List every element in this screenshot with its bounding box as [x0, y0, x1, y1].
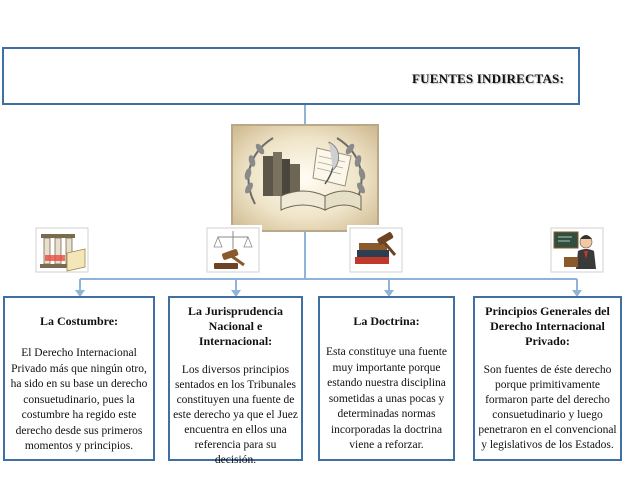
- source-body: Son fuentes de éste derecho porque primi…: [478, 364, 617, 451]
- source-title: La Costumbre:: [39, 314, 119, 328]
- teacher-icon: [548, 225, 606, 275]
- source-box-doctrina: La Doctrina: Esta constituye una fuente …: [318, 296, 455, 461]
- source-body: Esta constituye una fuente muy important…: [325, 346, 448, 451]
- page-title: FUENTES INDIRECTAS:: [411, 71, 564, 86]
- header-box: FUENTES INDIRECTAS:: [2, 47, 580, 105]
- source-body: El Derecho Internacional Privado más que…: [10, 347, 148, 452]
- source-title: Principios Generales del Derecho Interna…: [485, 304, 610, 348]
- source-title: La Jurisprudencia Nacional e Internacion…: [187, 304, 283, 348]
- source-title: La Doctrina:: [353, 314, 420, 328]
- gavel-icon: [204, 225, 262, 275]
- source-box-jurisprudencia: La Jurisprudencia Nacional e Internacion…: [168, 296, 303, 466]
- library-books-laurel-icon: [231, 124, 379, 232]
- source-box-costumbre: La Costumbre: El Derecho Internacional P…: [3, 296, 155, 461]
- books-gavel-icon: [347, 225, 405, 275]
- columns-scroll-icon: [33, 225, 91, 275]
- source-box-principios: Principios Generales del Derecho Interna…: [473, 296, 622, 461]
- source-body: Los diversos principios sentados en los …: [173, 364, 298, 466]
